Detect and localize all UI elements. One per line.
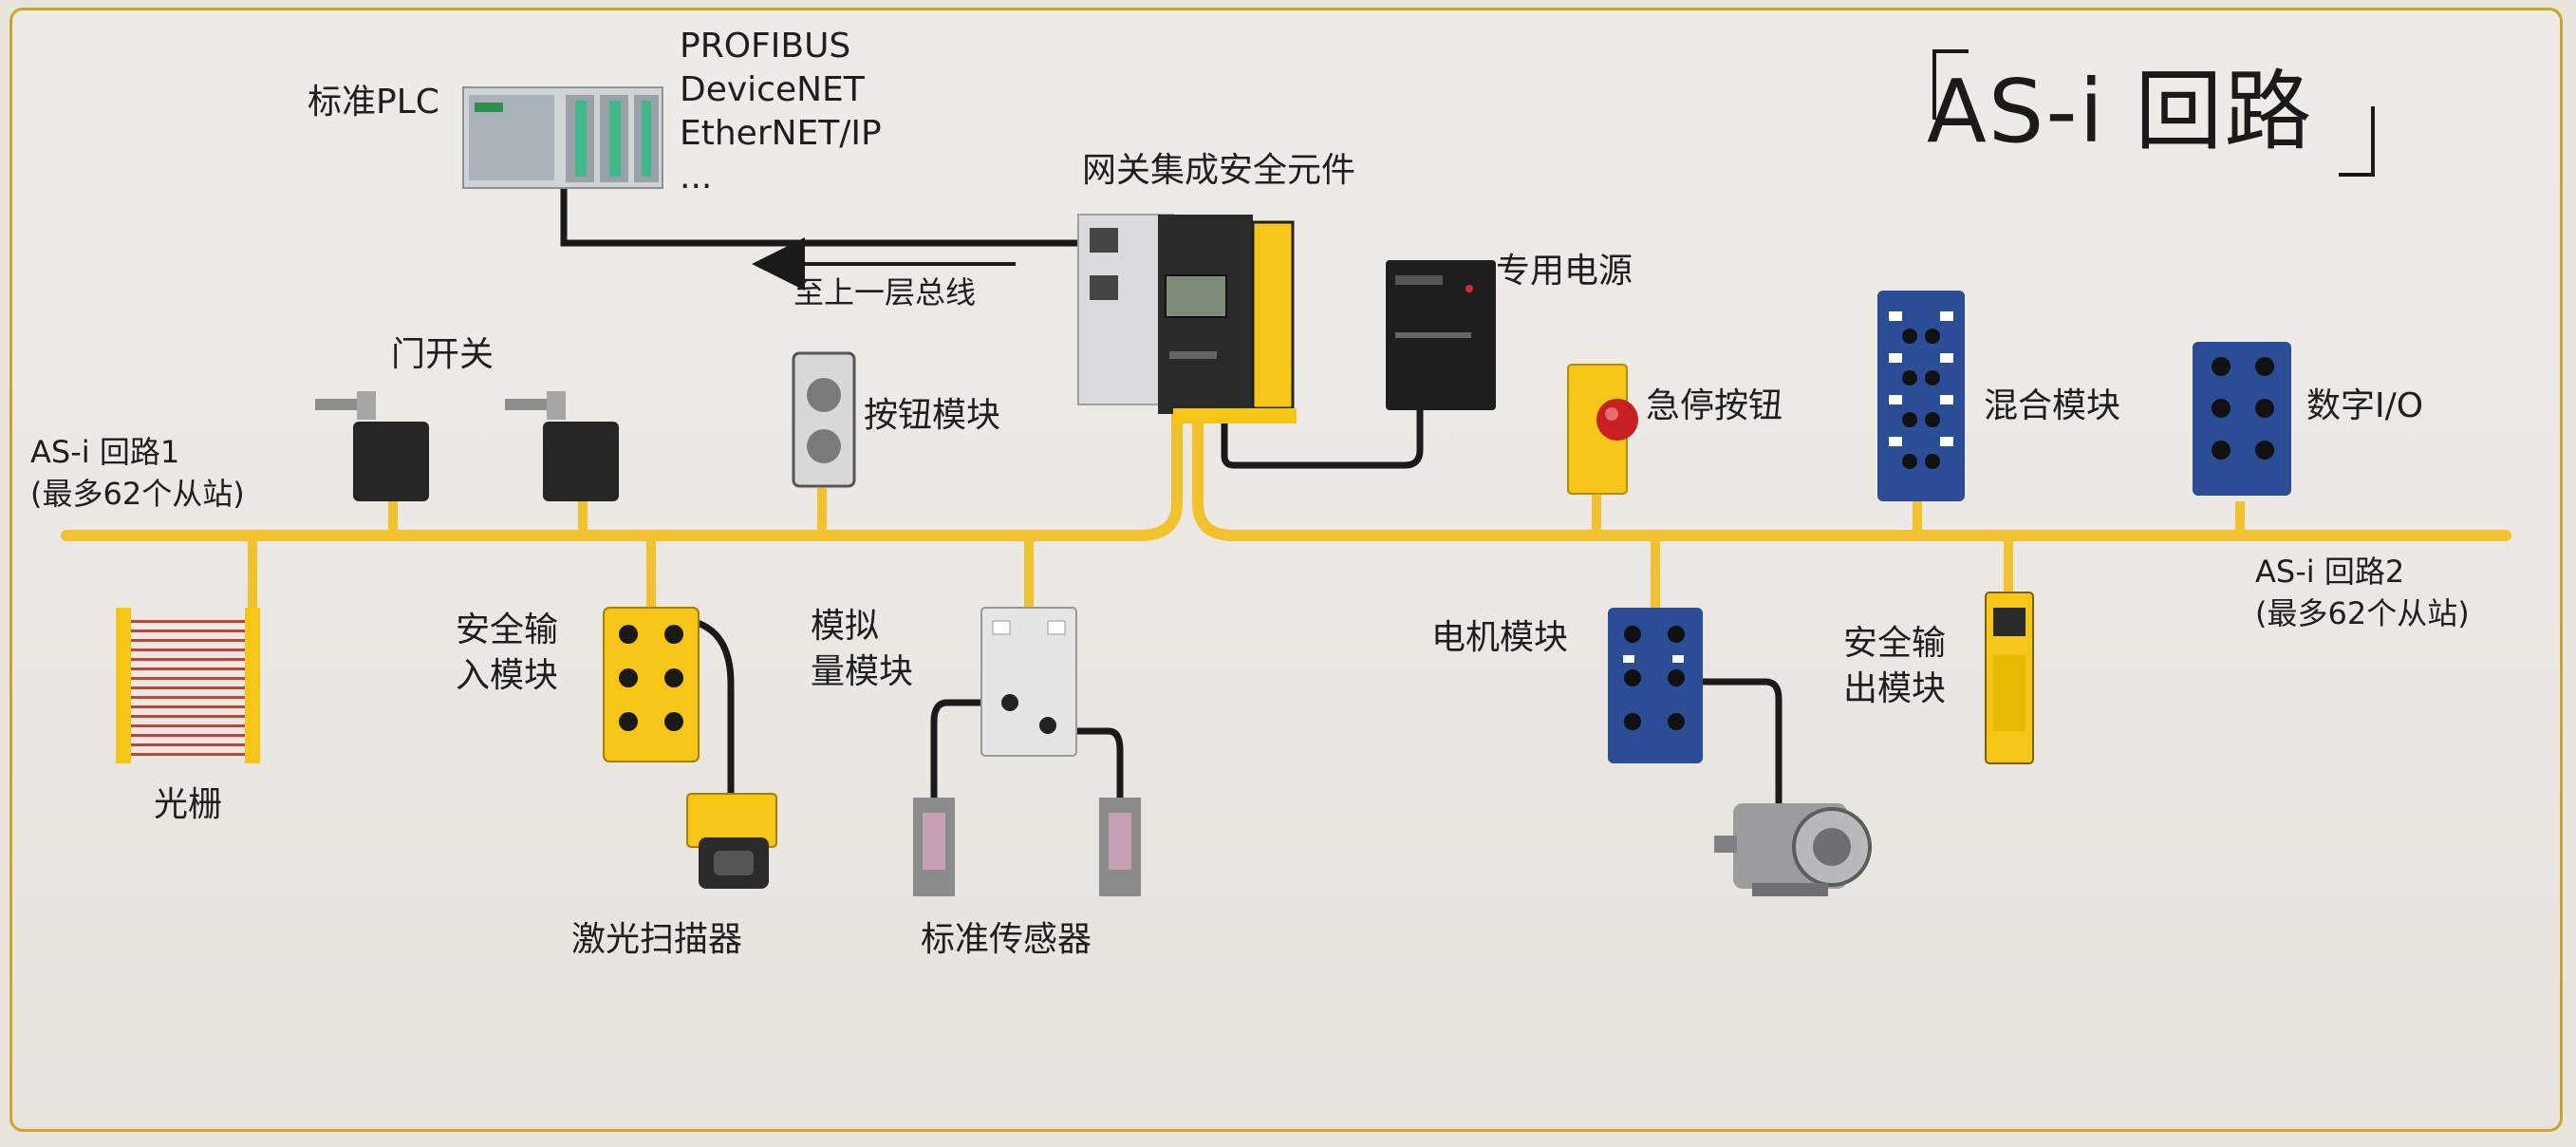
safety-output-label: 安全输 出模块 [1843, 621, 1946, 712]
loop2-line1: AS-i 回路2 [2255, 554, 2405, 590]
bus-stubs [248, 488, 2245, 608]
loop1-line1: AS-i 回路1 [30, 434, 180, 470]
safety-output-line2: 出模块 [1843, 669, 1947, 708]
door-switch-2 [505, 391, 619, 501]
safety-output-module-device [1985, 592, 2034, 764]
standard-sensor-2 [1099, 798, 1141, 896]
protocol-item: ... [680, 158, 713, 197]
loop2-line2: (最多62个从站) [2255, 595, 2470, 631]
gateway-device [1077, 214, 1297, 423]
motor-module-label: 电机模块 [1431, 618, 1569, 657]
button-module-label: 按钮模块 [864, 396, 1001, 435]
plc-device [462, 86, 663, 189]
gateway-label: 网关集成安全元件 [1082, 151, 1356, 190]
laser-scanner-device [686, 793, 777, 889]
protocol-item: EtherNET/IP [680, 114, 882, 153]
motor-device [1714, 803, 1872, 896]
loop1-line2: (最多62个从站) [30, 476, 245, 512]
power-supply-device [1386, 260, 1496, 410]
protocol-item: PROFIBUS [680, 27, 851, 66]
asi-bus-loop1 [61, 403, 1183, 541]
title-bracket-left [1932, 49, 1969, 120]
motor-module-device [1608, 608, 1703, 763]
light-curtain-label: 光栅 [154, 785, 223, 824]
diagram-title: AS-i 回路 [1927, 61, 2314, 162]
safety-input-module-device [603, 607, 700, 762]
standard-sensor-1 [913, 798, 955, 896]
safety-input-label: 安全输 入模块 [456, 608, 558, 699]
loop1-label: AS-i 回路1 (最多62个从站) [30, 431, 245, 515]
loop2-label: AS-i 回路2 (最多62个从站) [2255, 551, 2470, 634]
black-cables [560, 182, 1783, 830]
analog-module-line2: 量模块 [811, 652, 914, 691]
laser-scanner-label: 激光扫描器 [571, 920, 743, 959]
light-curtain-device [116, 608, 260, 763]
door-switch-label: 门开关 [391, 335, 495, 374]
mixed-module-device [1877, 291, 1965, 501]
standard-sensor-label: 标准传感器 [921, 920, 1092, 959]
power-supply-label: 专用电源 [1496, 252, 1633, 291]
digital-io-label: 数字I/O [2306, 386, 2424, 425]
protocol-list: PROFIBUS DeviceNET EtherNET/IP ... [680, 25, 882, 199]
analog-module-label: 模拟 量模块 [811, 604, 913, 695]
button-module-device [792, 351, 856, 488]
analog-module-device [980, 607, 1077, 757]
uplink-label: 至上一层总线 [793, 274, 977, 310]
safety-input-line2: 入模块 [456, 656, 559, 695]
estop-device [1567, 364, 1638, 495]
estop-label: 急停按钮 [1646, 386, 1783, 425]
safety-output-line1: 安全输 [1843, 624, 1947, 663]
door-switch-1 [315, 391, 429, 501]
analog-module-line1: 模拟 [811, 607, 880, 646]
safety-input-line1: 安全输 [456, 611, 559, 649]
diagram-frame [9, 8, 2563, 1132]
digital-io-device [2193, 342, 2291, 496]
asi-bus-loop2 [1192, 403, 2511, 541]
mixed-module-label: 混合模块 [1984, 386, 2121, 425]
plc-label: 标准PLC [308, 83, 439, 122]
title-bracket-right [2339, 106, 2375, 177]
protocol-item: DeviceNET [680, 70, 865, 109]
